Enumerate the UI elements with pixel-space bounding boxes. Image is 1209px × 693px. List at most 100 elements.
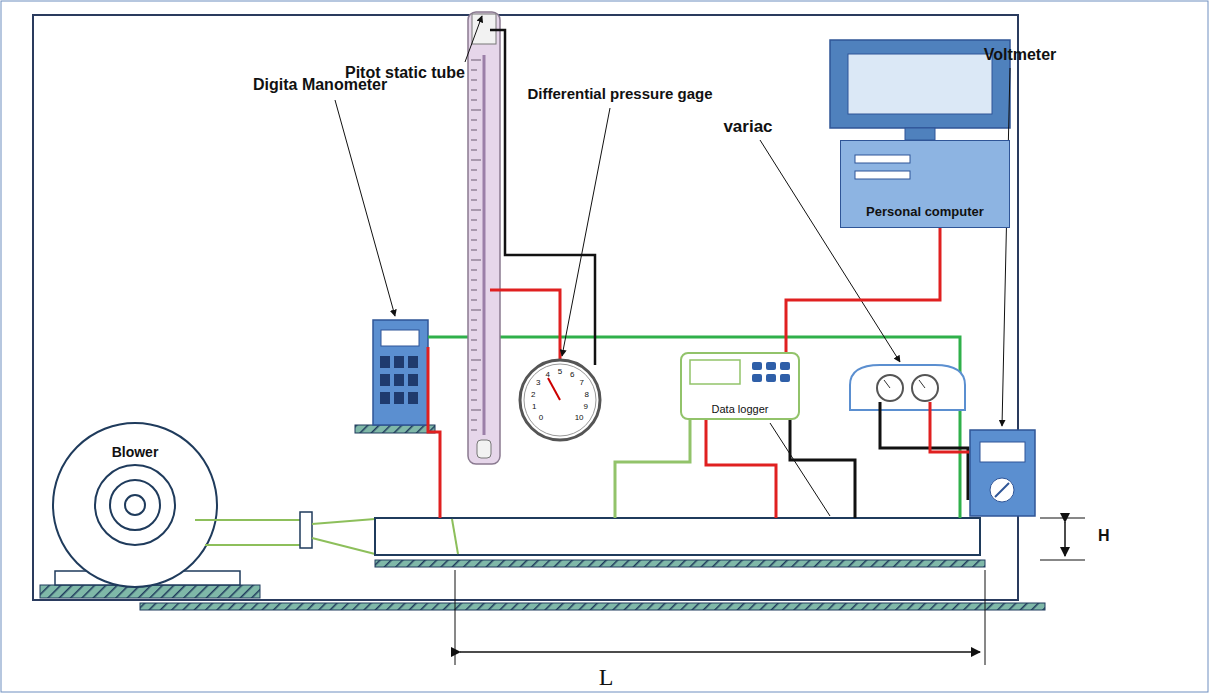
scale-tick [471,310,481,311]
duct-section [452,519,458,554]
scale-tick [471,210,481,211]
red-wire [490,290,560,360]
dial-number: 5 [558,368,562,377]
dimension-label: L [599,664,614,690]
length-dimension [460,651,980,653]
scale-tick [471,290,477,291]
blower-ring [95,465,175,545]
leader-line [770,423,830,516]
dimension-tick [455,570,456,665]
node-label: Personal computer [866,204,984,219]
dimension-tick [985,570,986,665]
red-wire [428,347,440,518]
scale-tick [471,250,477,251]
scale-tick [471,90,477,91]
scale-tick [471,230,477,231]
node-label: Data logger [712,403,769,415]
black-wire [490,30,595,365]
button [766,374,776,382]
scale-tick [471,320,477,321]
dial-needle [884,380,890,388]
scale-tick [471,110,481,111]
dimension-tick [1040,518,1085,519]
scale-tick [471,390,477,391]
key [408,356,418,368]
blower-base [40,585,260,598]
voltmeter-screen [980,442,1025,462]
gauge-needle [548,378,560,400]
manometer-shelf [355,425,435,433]
pitot-bulb [477,440,491,458]
part-label: Differential pressure gage [527,86,712,103]
scale-tick [471,180,477,181]
case-slots [841,141,1011,201]
dial-number: 2 [531,391,535,400]
scale-tick [471,220,477,221]
button [780,362,790,370]
scale-tick [471,100,477,101]
drive-slot [855,155,910,163]
key [380,374,390,386]
button [752,374,762,382]
scale-tick [471,270,477,271]
dial-number: 10 [575,414,584,423]
scale-tick [471,300,477,301]
variac-dial [912,375,938,401]
scale-tick [471,260,481,261]
leader-arrow [1002,68,1010,426]
button [752,362,762,370]
scale-tick [471,330,477,331]
blower-hub [125,495,145,515]
scale-tick [471,360,481,361]
part-label: variac [723,118,772,137]
scale-tick [471,160,481,161]
scale-tick [471,380,477,381]
dial-needle [919,380,925,388]
monitor [830,40,1010,128]
signal-cable [786,228,940,352]
dial-number: 3 [536,379,540,388]
differential-gauge [520,360,600,440]
blower-casing [53,423,217,587]
leader-arrow [562,108,610,356]
key [408,392,418,404]
voltmeter [970,430,1035,516]
gauge-rim [524,364,596,436]
part-label: Voltmeter [984,46,1057,64]
leader-arrow [465,16,482,62]
scale-tick [471,370,477,371]
floor-bar [140,603,1045,610]
dial-number: 7 [580,379,584,388]
key [380,392,390,404]
logger-buttons [752,362,790,382]
computer-case: Personal computer [840,140,1010,228]
scale-tick [471,140,477,141]
blower-ring [110,480,160,530]
scale-tick [471,400,477,401]
scale-tick [471,190,477,191]
scale-tick [471,200,477,201]
scale-tick [471,60,481,61]
scale-tick [471,80,477,81]
green-wire [615,420,690,518]
scale-tick [471,120,477,121]
dimension-tick [1040,560,1085,561]
manometer-screen [381,330,419,346]
leader-arrow [335,100,395,316]
scale-tick [471,170,477,171]
button [766,362,776,370]
pitot-scale [471,60,481,430]
red-wire [706,420,776,518]
scale-tick [471,240,477,241]
dial-number: 0 [539,414,543,423]
dial-number: 8 [584,391,588,400]
digital-manometer [373,320,428,425]
variac-dial [877,375,903,401]
scale-tick [471,130,477,131]
voltmeter-knob [990,478,1014,502]
dial-number: 6 [570,371,574,380]
scale-tick [471,410,481,411]
test-duct [375,518,980,555]
